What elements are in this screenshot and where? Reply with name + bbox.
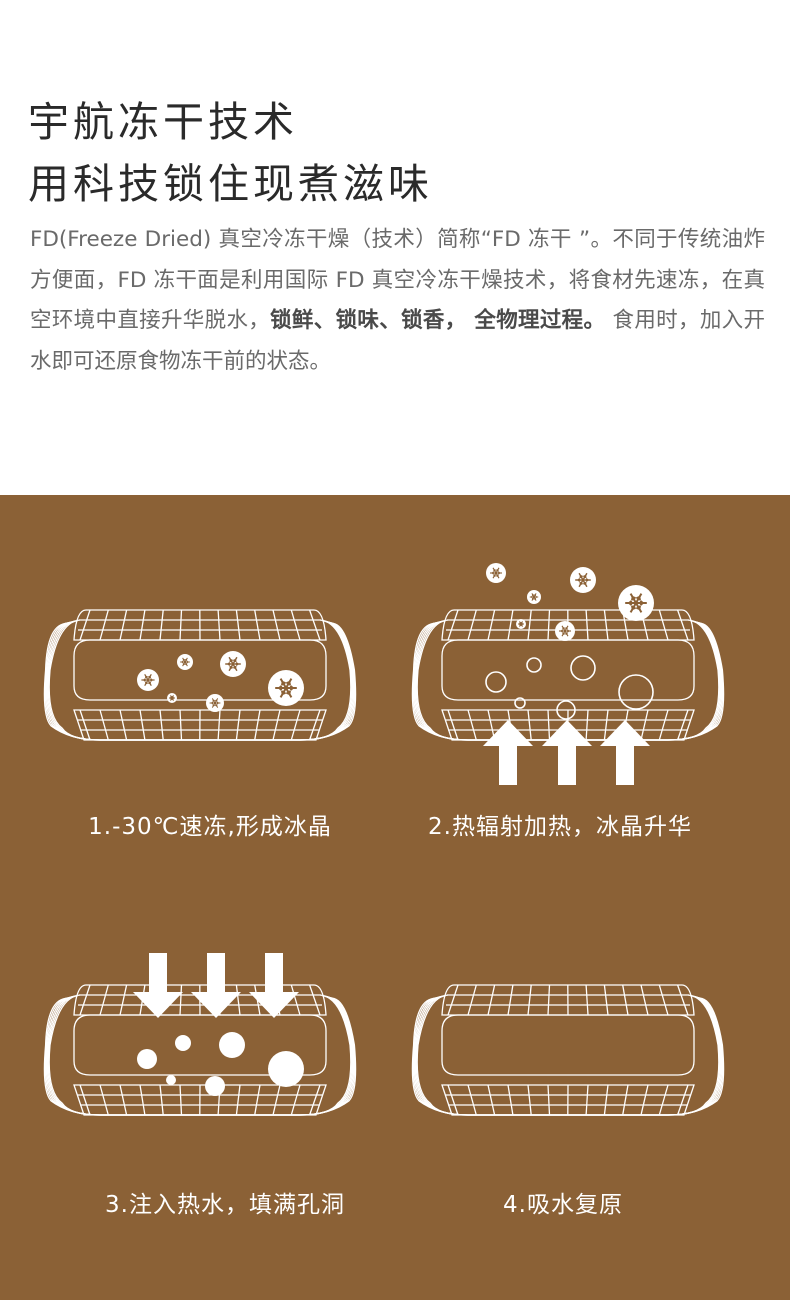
snowflake-icon xyxy=(516,619,526,629)
empty-pore xyxy=(618,674,654,710)
intro-paragraph: FD(Freeze Dried) 真空冷冻干燥（技术）简称“FD 冻干 ”。不同… xyxy=(30,220,765,382)
snowflake-icon xyxy=(555,621,575,641)
snowflake-icon xyxy=(177,654,193,670)
arrow-down-icon xyxy=(133,953,183,1018)
filled-pore xyxy=(205,1076,225,1096)
intro-text-2: 食用时，加入开水即可还原食物冻干前的状态。 xyxy=(30,308,765,374)
tray-step4 xyxy=(411,984,725,1116)
step4-illustration xyxy=(408,965,728,1165)
arrow-up-icon xyxy=(600,720,650,785)
empty-pore xyxy=(514,697,526,709)
empty-pore xyxy=(570,655,596,681)
tray-frame xyxy=(411,609,725,741)
page-title-line1: 宇航冻干技术 xyxy=(28,98,298,146)
snowflake-icon xyxy=(167,693,177,703)
filled-pore xyxy=(268,1051,304,1087)
snowflake-icon xyxy=(206,694,224,712)
filled-pore xyxy=(137,1049,157,1069)
snowflake-icon xyxy=(618,585,654,621)
step4-caption: 4.吸水复原 xyxy=(503,1192,623,1218)
arrow-up-icon xyxy=(483,720,533,785)
step2-caption: 2.热辐射加热，冰晶升华 xyxy=(428,814,692,840)
empty-pore xyxy=(526,657,542,673)
empty-pore xyxy=(556,700,576,720)
snowflake-icon xyxy=(220,651,246,677)
arrow-up-icon xyxy=(542,720,592,785)
snowflake-icon xyxy=(137,669,159,691)
intro-text-1: FD(Freeze Dried) 真空冷冻干燥（技术）简称“FD 冻干 ”。不同… xyxy=(30,227,765,333)
snowflake-icon xyxy=(486,563,506,583)
step3-illustration xyxy=(40,953,360,1165)
tray-frame xyxy=(43,609,357,741)
arrow-down-icon xyxy=(191,953,241,1018)
intro-section: 宇航冻干技术 用科技锁住现煮滋味 FD(Freeze Dried) 真空冷冻干燥… xyxy=(0,0,790,495)
filled-pore xyxy=(219,1032,245,1058)
process-section: 1.-30℃速冻,形成冰晶 2.热辐射加热，冰晶升华 3.注入热水，填满孔洞 4… xyxy=(0,495,790,1300)
tray-step2 xyxy=(411,563,725,785)
page-title-line2: 用科技锁住现煮滋味 xyxy=(28,160,433,208)
snowflake-icon xyxy=(570,567,596,593)
tray-frame xyxy=(411,984,725,1116)
tray-frame xyxy=(43,984,357,1116)
tray-step3 xyxy=(43,953,357,1116)
step3-caption: 3.注入热水，填满孔洞 xyxy=(105,1192,345,1218)
snowflake-icon xyxy=(527,590,541,604)
arrow-down-icon xyxy=(249,953,299,1018)
step2-illustration xyxy=(408,563,728,790)
filled-pore xyxy=(166,1075,176,1085)
filled-pore xyxy=(175,1035,191,1051)
tray-step1 xyxy=(43,609,357,741)
step1-caption: 1.-30℃速冻,形成冰晶 xyxy=(88,814,332,840)
empty-pore xyxy=(485,671,507,693)
intro-highlight: 锁鲜、锁味、锁香， 全物理过程。 xyxy=(270,308,606,333)
snowflake-icon xyxy=(268,670,304,706)
step1-illustration xyxy=(40,590,360,790)
